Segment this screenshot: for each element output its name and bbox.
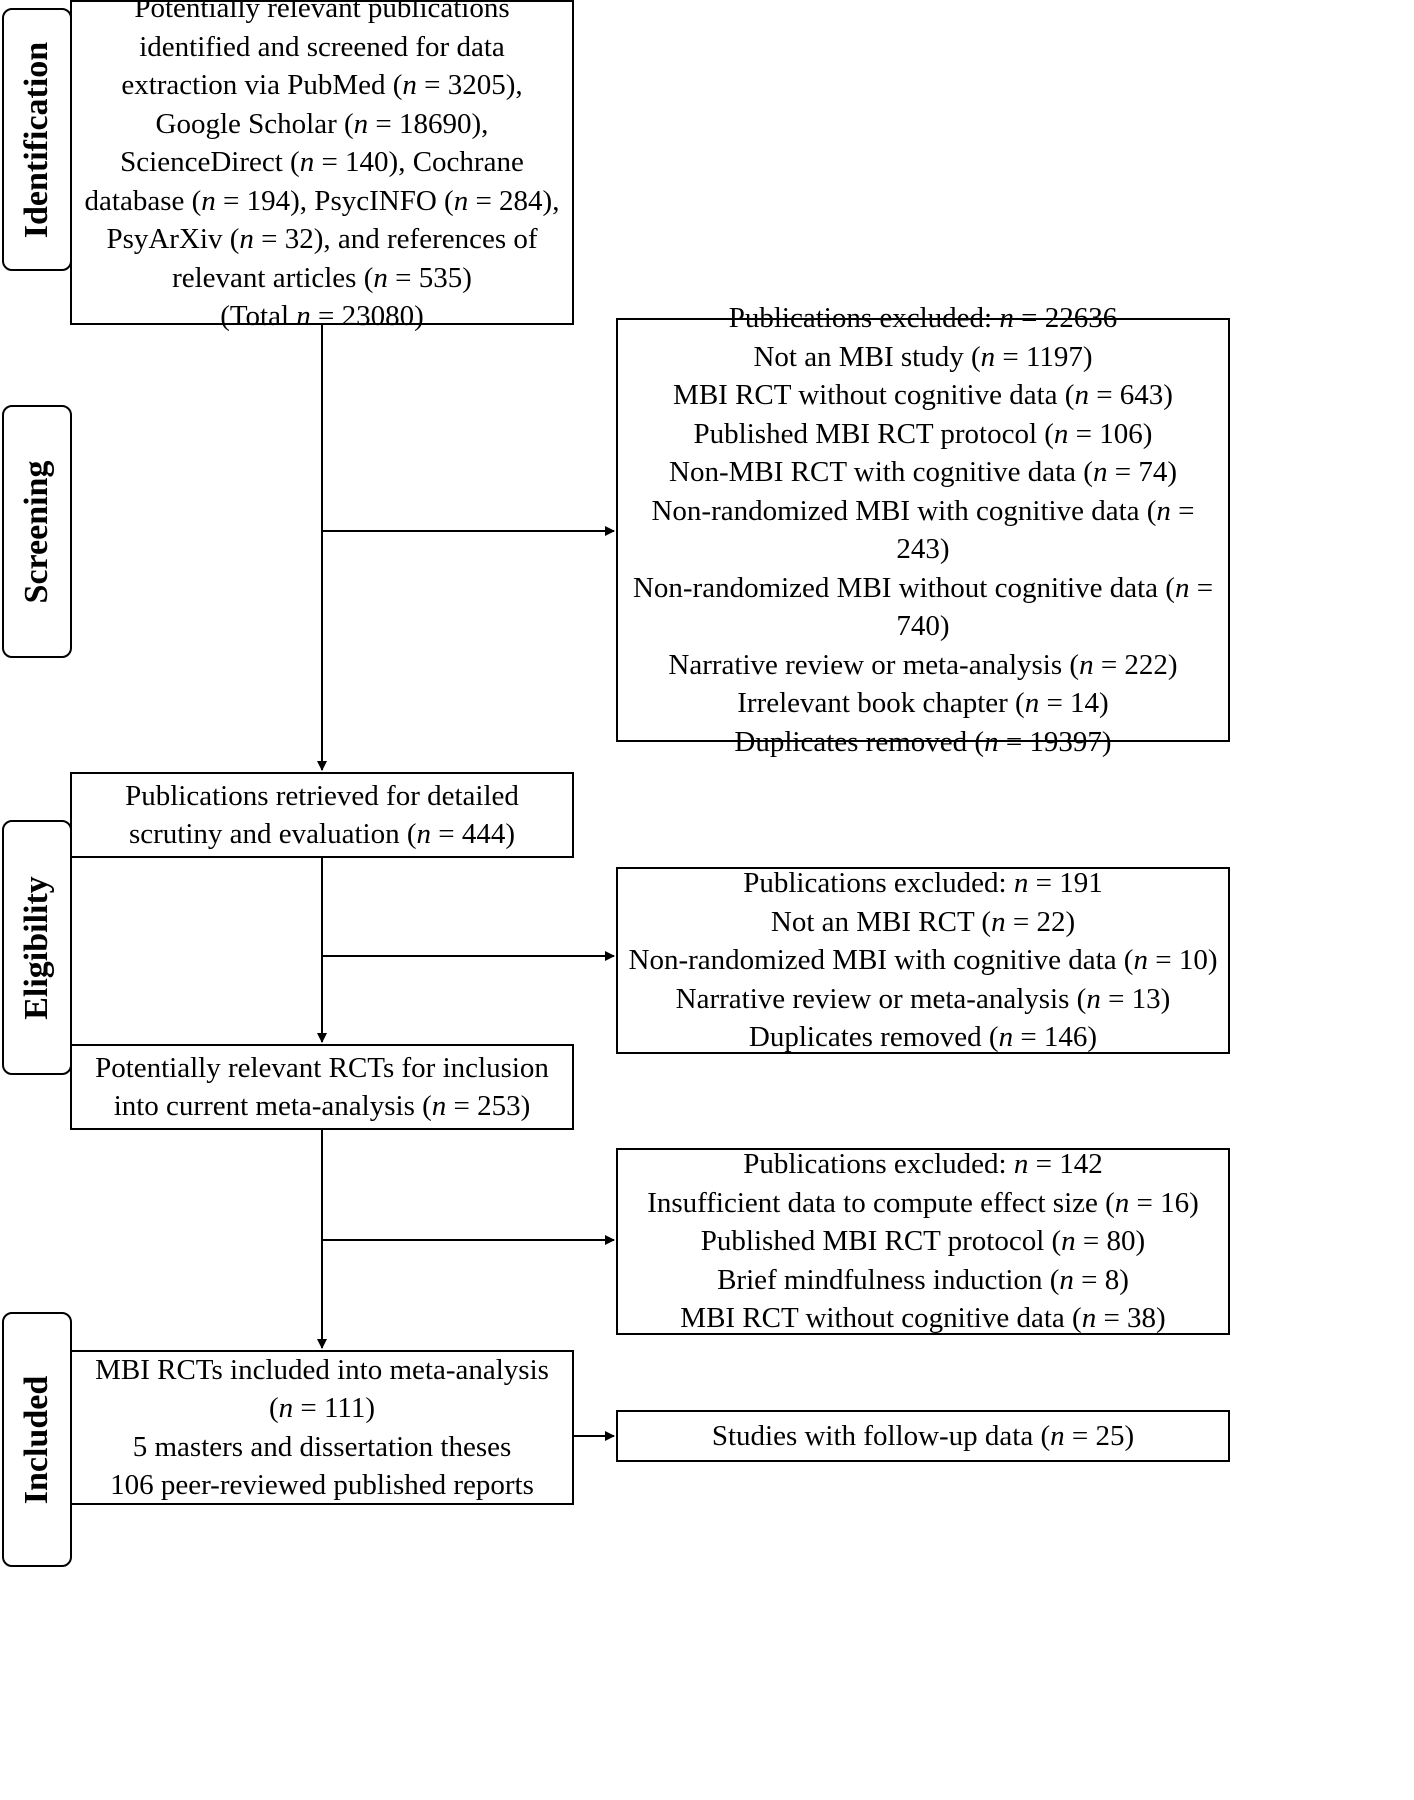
screening-excluded-box: Publications excluded: n = 22636 Not an … (616, 302, 1230, 758)
stage-identification: Identification (2, 8, 72, 271)
identified-publications-box: Potentially relevant publications identi… (70, 0, 574, 332)
stage-eligibility: Eligibility (2, 820, 72, 1075)
box-line: ScienceDirect (n = 140), Cochrane (120, 146, 524, 179)
box-line: (Total n = 23080) (220, 300, 424, 333)
box-line: Publications retrieved for detailed (125, 779, 519, 812)
box-line: extraction via PubMed (n = 3205), (121, 69, 523, 102)
box-line: Non-randomized MBI with cognitive data (… (651, 494, 1195, 527)
box-line: Non-randomized MBI without cognitive dat… (632, 571, 1214, 604)
box-line: (n = 111) (268, 1392, 376, 1424)
box-line: Non-randomized MBI with cognitive data (… (628, 944, 1218, 977)
box-line: database (n = 194), PsycINFO (n = 284), (84, 184, 560, 217)
box-line: relevant articles (n = 535) (172, 261, 472, 294)
box-line: Brief mindfulness induction (n = 8) (717, 1263, 1129, 1296)
box-line: 106 peer-reviewed published reports (110, 1469, 534, 1501)
box-line: Narrative review or meta-analysis (n = 1… (675, 982, 1171, 1015)
box-line: Duplicates removed (n = 146) (748, 1021, 1098, 1054)
box-line: 740) (896, 610, 950, 642)
box-line: Publications excluded: n = 142 (743, 1148, 1103, 1181)
box-line: PsyArXiv (n = 32), and references of (106, 223, 538, 256)
stage-screening: Screening (2, 405, 72, 658)
relevant-rcts-box: Potentially relevant RCTs for inclusion … (70, 1044, 574, 1130)
final-excluded-box: Publications excluded: n = 142 Insuffici… (616, 1148, 1230, 1335)
box-line: Publications excluded: n = 191 (743, 867, 1103, 900)
box-line: Not an MBI RCT (n = 22) (770, 905, 1076, 938)
box-line: Published MBI RCT protocol (n = 80) (700, 1225, 1146, 1258)
box-line: Published MBI RCT protocol (n = 106) (693, 417, 1153, 450)
box-line: Potentially relevant RCTs for inclusion (95, 1051, 549, 1084)
box-line: Non-MBI RCT with cognitive data (n = 74) (669, 456, 1177, 488)
box-line: Not an MBI study (n = 1197) (753, 340, 1093, 373)
box-line: Narrative review or meta-analysis (n = 2… (668, 648, 1178, 681)
box-line: into current meta-analysis (n = 253) (113, 1090, 531, 1122)
box-line: MBI RCT without cognitive data (n = 643) (673, 379, 1173, 411)
box-line: Google Scholar (n = 18690), (155, 107, 489, 140)
eligibility-excluded-box: Publications excluded: n = 191 Not an MB… (616, 867, 1230, 1054)
box-line: Studies with follow-up data (n = 25) (711, 1419, 1135, 1452)
box-line: identified and screened for data (139, 30, 505, 63)
box-line: MBI RCT without cognitive data (n = 38) (680, 1302, 1166, 1335)
box-line: Insufficient data to compute effect size… (647, 1186, 1199, 1219)
box-line: MBI RCTs included into meta-analysis (95, 1353, 549, 1386)
box-line: Publications excluded: n = 22636 (728, 302, 1118, 334)
followup-box: Studies with follow-up data (n = 25) (616, 1410, 1230, 1462)
box-line: scrutiny and evaluation (n = 444) (128, 818, 515, 850)
box-line: 243) (896, 533, 950, 565)
box-line: 5 masters and dissertation theses (132, 1430, 512, 1463)
box-line: Duplicates removed (n = 19397) (734, 725, 1112, 758)
box-line: Potentially relevant publications (134, 0, 510, 25)
included-rcts-box: MBI RCTs included into meta-analysis (n … (70, 1350, 574, 1505)
retrieved-publications-box: Publications retrieved for detailed scru… (70, 772, 574, 858)
box-line: Irrelevant book chapter (n = 14) (737, 687, 1109, 719)
